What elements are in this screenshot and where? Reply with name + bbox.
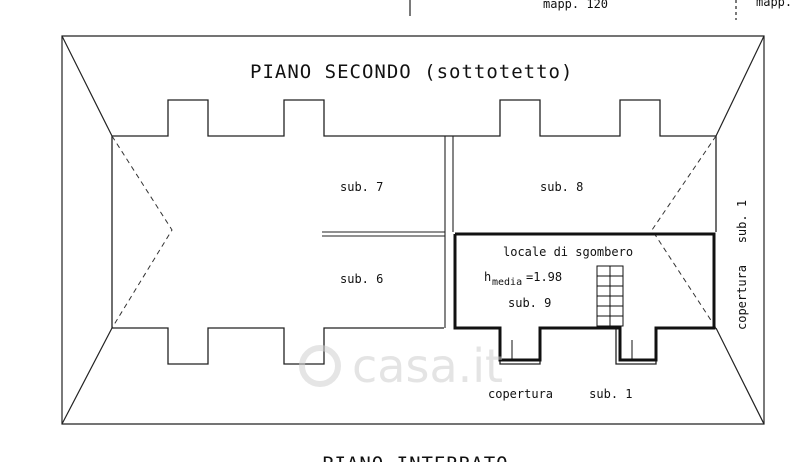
watermark-logo-icon [299,345,341,387]
height-subscript: media [492,277,522,288]
room-label-sub6: sub. 6 [340,272,383,286]
staircase [597,266,623,326]
roof-label-bottom: copertura sub. 1 [488,387,633,401]
height-value: =1.98 [526,270,562,284]
mapp-right-label: mapp. [756,0,792,9]
watermark: casa.it [299,339,503,393]
next-floor-title: PIANO INTERRATO [322,453,509,462]
roof-outline [62,36,764,424]
header-strip [410,0,736,20]
page-title: PIANO SECONDO (sottotetto) [250,61,573,83]
interior-hip-lines [112,136,716,328]
roof-border [62,36,764,424]
watermark-text: casa.it [352,339,503,393]
top-wall-with-dormers [112,100,716,136]
roof-label-right: copertura sub. 1 [735,200,749,330]
hip-line-bl [62,328,112,424]
sub9-walls [455,234,714,360]
room-label-sub7: sub. 7 [340,180,383,194]
mapp-120-label: mapp. 120 [543,0,608,11]
hip-dashed-left [112,136,172,328]
room-label-sub8: sub. 8 [540,180,583,194]
height-symbol: h [484,270,491,284]
sub9-room [455,234,714,360]
room-label-sub9: sub. 9 [508,296,551,310]
hip-line-tr [716,36,764,136]
building-outline [112,100,716,364]
hip-dashed-right [652,136,716,328]
internal-partitions [322,136,453,328]
hip-line-br [716,328,764,424]
room-label-locale: locale di sgombero [503,245,633,259]
hip-line-tl [62,36,112,136]
